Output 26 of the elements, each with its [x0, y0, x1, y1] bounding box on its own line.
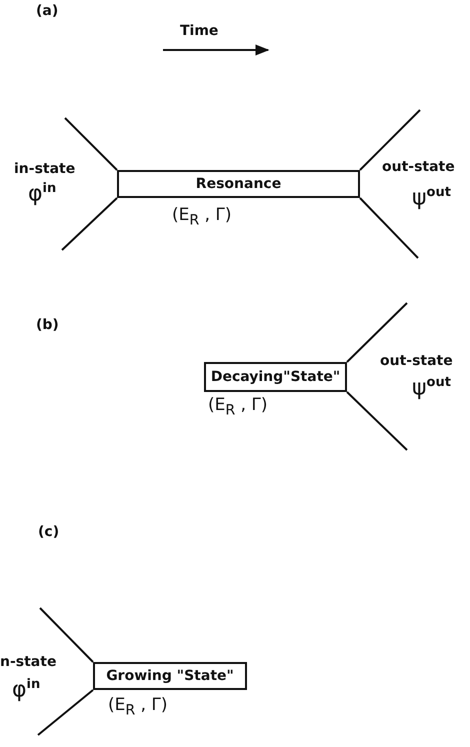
state-box: Growing "State" — [93, 662, 247, 690]
state-symbol: φ$^{in}$ — [28, 182, 56, 207]
state-label: out-state — [380, 354, 453, 370]
state-label: out-state — [382, 160, 455, 176]
particle-line — [359, 109, 421, 171]
particle-line — [64, 117, 118, 171]
particle-line — [359, 197, 419, 259]
state-symbol: ψ$^{out}$ — [412, 186, 451, 211]
state-symbol: φ$^{in}$ — [12, 678, 40, 703]
particle-line — [39, 607, 94, 663]
particle-line — [346, 391, 408, 451]
state-label: in-state — [14, 162, 76, 178]
axis-label: Time — [180, 24, 218, 40]
particle-line — [346, 302, 408, 363]
state-symbol: ψ$^{out}$ — [412, 376, 451, 401]
state-box: Resonance — [117, 170, 360, 198]
panel-label: (b) — [36, 318, 59, 334]
panel-label: (a) — [36, 4, 58, 20]
state-box: Decaying"State" — [204, 362, 347, 392]
parameter-text: (E$_{R}$ , Γ) — [108, 696, 168, 719]
state-label: n-state — [0, 655, 56, 670]
panel-label: (c) — [38, 525, 60, 540]
particle-line — [61, 197, 118, 251]
parameter-text: (E$_{R}$ , Γ) — [208, 396, 268, 419]
parameter-text: (E$_{R}$ , Γ) — [172, 206, 232, 229]
particle-line — [37, 689, 94, 736]
